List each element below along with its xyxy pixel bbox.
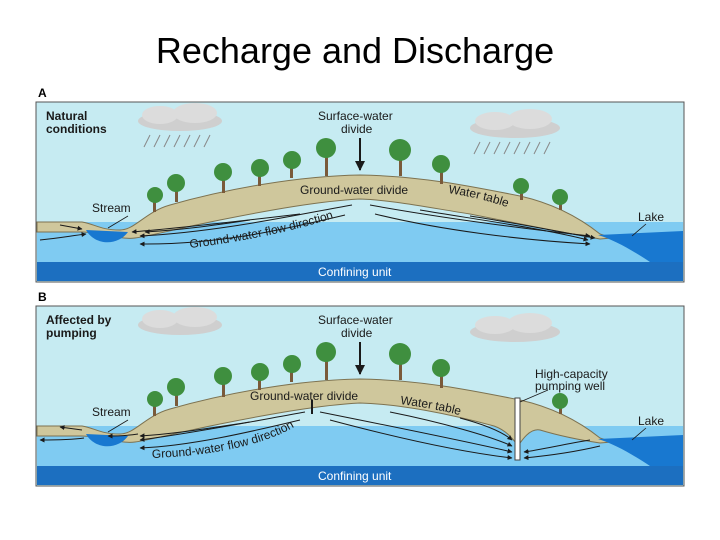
- tree-icon: [147, 187, 163, 212]
- surface-water-divide-label-line2: divide: [341, 122, 373, 136]
- tree-icon: [167, 378, 185, 406]
- surface-water-divide-label-line2: divide: [341, 326, 373, 340]
- lake-label: Lake: [638, 414, 664, 428]
- confining-unit: [37, 262, 683, 281]
- tree-icon: [283, 355, 301, 382]
- cloud-icon: [138, 307, 222, 335]
- stream-water: [86, 434, 128, 447]
- pumping-well-icon: [514, 397, 521, 461]
- tree-icon: [432, 155, 450, 184]
- confining-unit: [37, 466, 683, 485]
- groundwater-divide-label: Ground-water divide: [300, 183, 408, 197]
- land-surface: [36, 174, 613, 240]
- panel-a-letter: A: [38, 86, 47, 100]
- cloud-icon: [138, 103, 222, 148]
- lake-leader: [631, 223, 647, 237]
- lake-water: [598, 435, 683, 466]
- tree-icon: [167, 174, 185, 202]
- flow-arrows: [39, 411, 601, 461]
- tree-icon: [147, 391, 163, 416]
- tree-icon: [432, 359, 450, 388]
- stream-label: Stream: [92, 201, 131, 215]
- well-label-line2: pumping well: [535, 379, 605, 393]
- flow-arrows: [39, 204, 596, 247]
- lake-water: [598, 231, 683, 262]
- stream-leader: [107, 215, 129, 229]
- panel-a-heading-line1: Natural: [46, 109, 87, 123]
- tree-icon: [251, 363, 269, 390]
- tree-icon: [552, 189, 568, 210]
- lake-leader: [631, 427, 647, 441]
- panel-a: A Confining unit: [35, 86, 685, 283]
- tree-icon: [251, 159, 269, 186]
- stream-label: Stream: [92, 405, 131, 419]
- cloud-icon: [470, 109, 560, 155]
- confining-unit-label: Confining unit: [318, 469, 392, 483]
- confining-unit-label: Confining unit: [318, 265, 392, 279]
- well-label-line1: High-capacity: [535, 367, 608, 381]
- panel-b-letter: B: [38, 290, 47, 304]
- tree-icon: [214, 163, 232, 193]
- panel-b-heading-line2: pumping: [46, 326, 97, 340]
- surface-water-divide-label-line1: Surface-water: [318, 109, 393, 123]
- tree-icon: [316, 138, 336, 176]
- tree-icon: [316, 342, 336, 380]
- cloud-icon: [470, 313, 560, 342]
- stream-leader: [107, 419, 129, 433]
- tree-icon: [389, 139, 411, 176]
- surface-water-divide-label-line1: Surface-water: [318, 313, 393, 327]
- lake-label: Lake: [638, 210, 664, 224]
- groundwater-divide-label: Ground-water divide: [250, 389, 358, 403]
- tree-icon: [513, 178, 529, 200]
- tree-icon: [214, 367, 232, 397]
- well-leader: [519, 389, 549, 403]
- panel-a-heading-line2: conditions: [46, 122, 107, 136]
- land-surface: [36, 378, 613, 447]
- panel-b: B Confining unit: [35, 290, 685, 487]
- panel-b-heading-line1: Affected by: [46, 313, 112, 327]
- tree-icon: [389, 343, 411, 380]
- tree-icon: [552, 393, 568, 414]
- tree-icon: [283, 151, 301, 178]
- slide-title: Recharge and Discharge: [155, 30, 555, 71]
- stream-water: [86, 230, 128, 243]
